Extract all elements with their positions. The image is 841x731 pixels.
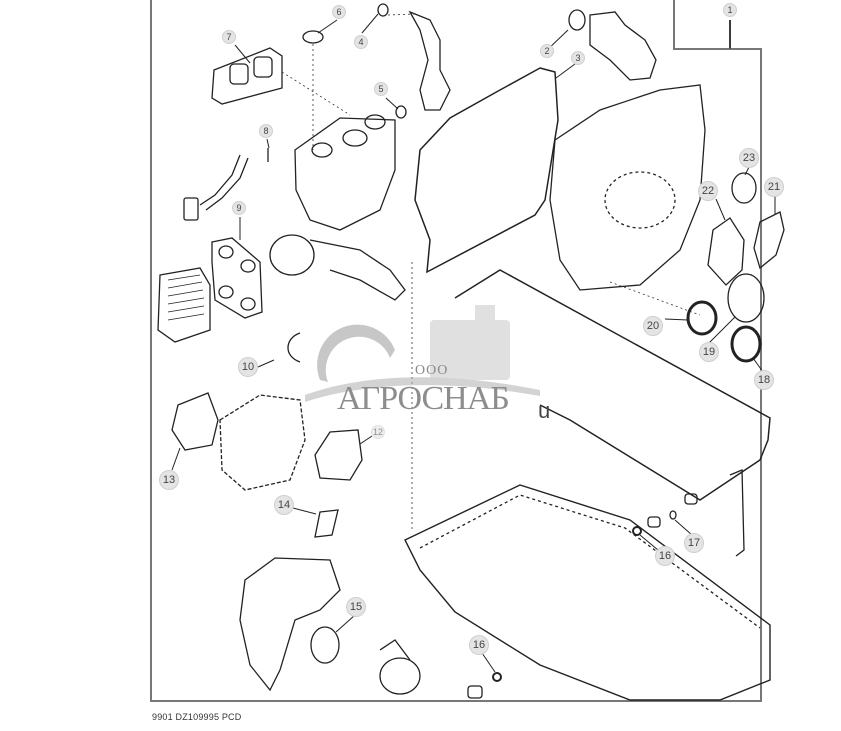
oil-pan — [404, 484, 771, 701]
exhaust-gasket-7 — [211, 47, 283, 105]
gasket-12 — [314, 429, 363, 481]
o-ring-23 — [731, 172, 757, 204]
callout-7[interactable]: 7 — [222, 30, 236, 44]
seal-4 — [377, 3, 389, 17]
seal-17 — [669, 510, 677, 520]
dipstick-tube — [729, 469, 745, 557]
callout-21[interactable]: 21 — [764, 177, 784, 197]
gasket-22 — [707, 217, 745, 286]
egr-actuator — [269, 234, 315, 276]
callout-4[interactable]: 4 — [354, 35, 368, 49]
callout-9[interactable]: 9 — [232, 201, 246, 215]
seal-16a — [632, 526, 642, 536]
oil-seal-18 — [730, 325, 762, 363]
oil-seal-20 — [686, 300, 718, 336]
watermark-logo — [305, 305, 540, 402]
callout-8[interactable]: 8 — [259, 124, 273, 138]
gasket-13 — [171, 392, 219, 451]
o-ring-6 — [302, 30, 324, 44]
watermark-prefix: ООО — [415, 363, 449, 378]
o-ring-15 — [310, 626, 340, 664]
callout-6[interactable]: 6 — [332, 5, 346, 19]
callout-22[interactable]: 22 — [698, 181, 718, 201]
seal-16b — [492, 672, 502, 682]
thermostat-housing — [239, 557, 341, 692]
callout-17[interactable]: 17 — [684, 533, 704, 553]
sleeve-14 — [314, 509, 339, 538]
gasket-21 — [753, 211, 785, 270]
callout-19[interactable]: 19 — [699, 342, 719, 362]
cooler-gasket-9 — [211, 237, 263, 319]
callout-10[interactable]: 10 — [238, 357, 258, 377]
callout-2[interactable]: 2 — [540, 44, 554, 58]
coolant-hose — [408, 10, 451, 111]
front-housing — [219, 394, 306, 491]
callout-20[interactable]: 20 — [643, 316, 663, 336]
oil-pan-gasket — [454, 269, 771, 501]
stray-glyph: u — [538, 398, 551, 423]
o-ring-2 — [568, 9, 586, 31]
water-pump — [379, 657, 421, 695]
callout-16-drain[interactable]: 16 — [655, 546, 675, 566]
filter-housing — [589, 11, 657, 81]
watermark-company-name: АГРОСНАБ — [337, 380, 510, 417]
oil-cooler — [157, 267, 211, 343]
assembly-title-box — [673, 0, 762, 50]
egr-housing — [294, 117, 396, 231]
timing-cover-gasket-3 — [414, 67, 559, 274]
callout-23[interactable]: 23 — [739, 148, 759, 168]
timing-cover — [549, 84, 706, 291]
callout-13[interactable]: 13 — [159, 470, 179, 490]
callout-15[interactable]: 15 — [346, 597, 366, 617]
diagram-frame — [150, 0, 762, 702]
drawing-code-footer: 9901 DZ109995 PCD — [152, 712, 242, 722]
callout-12[interactable]: 12 — [371, 425, 385, 439]
callout-1[interactable]: 1 — [723, 3, 737, 17]
seal-5 — [395, 105, 407, 119]
callout-3[interactable]: 3 — [571, 51, 585, 65]
o-ring-19 — [727, 273, 765, 323]
callout-18[interactable]: 18 — [754, 370, 774, 390]
callout-5[interactable]: 5 — [374, 82, 388, 96]
callout-16-plug[interactable]: 16 — [469, 635, 489, 655]
o-ring-10 — [287, 332, 301, 363]
callout-14[interactable]: 14 — [274, 495, 294, 515]
